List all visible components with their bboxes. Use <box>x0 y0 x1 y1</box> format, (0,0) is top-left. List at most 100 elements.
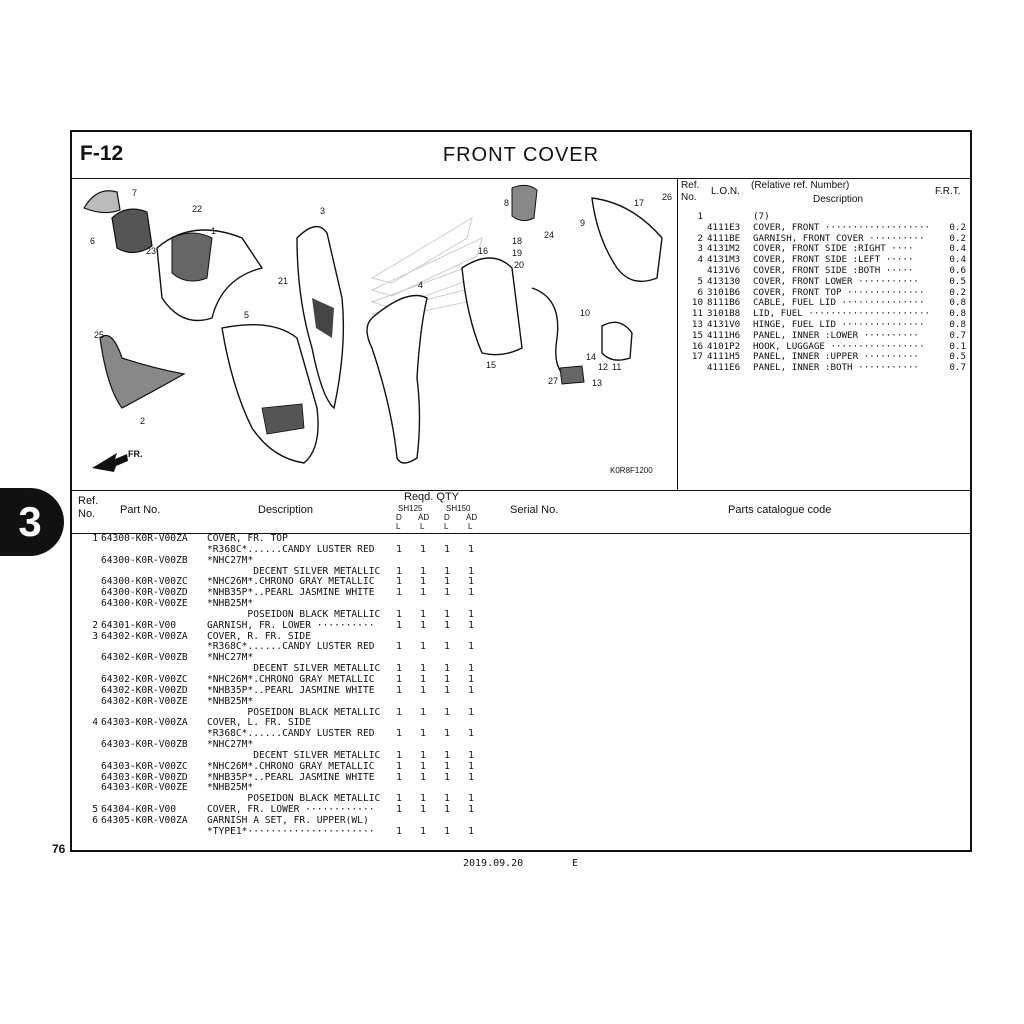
part-description: *NHC27M* <box>207 555 254 566</box>
ref-description-header: Description <box>813 194 864 205</box>
ref-number: 15 <box>691 329 703 341</box>
quantity-cell <box>387 556 411 567</box>
part-description: *NHB35P*..PEARL JASMINE WHITE <box>207 588 375 599</box>
part-description: DECENT SILVER METALLIC <box>207 750 381 761</box>
quantity-cell: 1 <box>468 749 474 761</box>
part-description: COVER, FR. TOP <box>207 534 288 544</box>
table-row: 64302-K0R-V00ZC*NHC26M*.CHRONO GRAY META… <box>86 673 566 686</box>
callout-label: 21 <box>278 276 288 286</box>
quantity-cell: 1 <box>396 565 402 577</box>
part-description: COVER, FR. LOWER ············ <box>207 805 375 816</box>
edition-code: E <box>572 858 579 869</box>
table-row: 64300-K0R-V00ZB*NHC27M* <box>86 555 566 567</box>
parts-description-header: Description <box>258 504 314 516</box>
part-description: *NHB35P*..PEARL JASMINE WHITE <box>207 685 375 696</box>
callout-label: 15 <box>486 360 496 370</box>
table-row: 64303-K0R-V00ZC*NHC26M*.CHRONO GRAY META… <box>86 760 566 773</box>
part-description: POSEIDON BLACK METALLIC <box>207 707 381 718</box>
quantity-cell: 1 <box>468 663 474 675</box>
callout-label: 1 <box>211 226 216 236</box>
quantity-cell: 1 <box>444 771 450 783</box>
callout-label: 2 <box>140 416 145 426</box>
chapter-tab: 3 <box>0 488 64 556</box>
row-ref-number <box>86 740 98 751</box>
callout-label: 23 <box>146 246 156 256</box>
ref-description: GARNISH, FRONT COVER ·········· <box>753 233 925 244</box>
part-description: *NHC26M*.CHRONO GRAY METALLIC <box>207 761 375 772</box>
callout-label: 16 <box>478 246 488 256</box>
quantity-cell: 1 <box>420 608 426 620</box>
part-15-panel-inner-lower <box>461 257 523 356</box>
quantity-cell: 1 <box>444 543 450 555</box>
part-number: 64303-K0R-V00ZD <box>101 771 188 783</box>
callout-label: 9 <box>580 218 585 228</box>
frt-value: 0.7 <box>949 329 966 341</box>
row-ref-number <box>86 783 98 794</box>
part-4-cover-front-side-left <box>366 294 428 464</box>
quantity-cell <box>411 556 435 567</box>
quantity-cell: 1 <box>396 825 402 837</box>
quantity-cell: 1 <box>468 760 474 772</box>
ref-description: CABLE, FUEL LID ··············· <box>753 298 925 309</box>
frt-value: 0.4 <box>949 254 966 266</box>
callout-label: 5 <box>244 310 249 320</box>
quantity-cell <box>435 556 459 567</box>
ref-description: COVER, FRONT SIDE :LEFT ····· <box>753 255 914 266</box>
table-row: 64303-K0R-V00ZB*NHC27M* <box>86 739 566 751</box>
lon-code: 3101B8 <box>707 308 741 320</box>
part-description: DECENT SILVER METALLIC <box>207 664 381 675</box>
frt-header: F.R.T. <box>935 186 961 197</box>
row-ref-number <box>86 567 98 578</box>
lon-code: 4131M2 <box>707 243 741 255</box>
part-description: *NHB25M* <box>207 599 254 610</box>
quantity-cell: 1 <box>444 608 450 620</box>
part-8-bracket <box>511 184 538 222</box>
part-6-cover-front-top <box>83 190 121 214</box>
type-ad-header-1: AD <box>418 513 430 522</box>
lon-code: 8111B6 <box>707 297 741 309</box>
quantity-cell: 1 <box>444 619 450 631</box>
row-ref-number <box>86 588 98 599</box>
model-sh150-header: SH150 <box>446 504 471 513</box>
frt-value: 0.8 <box>949 308 966 320</box>
part-description: COVER, L. FR. SIDE <box>207 718 311 729</box>
row-ref-number <box>86 577 98 588</box>
callout-label: 8 <box>504 198 509 208</box>
frt-value: 0.5 <box>949 275 966 287</box>
part-description: *NHB25M* <box>207 783 254 794</box>
row-ref-number: 3 <box>92 630 98 642</box>
lon-code: 4101P2 <box>707 340 741 352</box>
page-title: FRONT COVER <box>442 144 600 166</box>
callout-label: 20 <box>514 260 524 270</box>
ref-description: PANEL, INNER :LOWER ·········· <box>753 330 919 341</box>
quantity-cell: 1 <box>468 673 474 685</box>
part-description: *NHC27M* <box>207 653 254 664</box>
type-l-header-4: L <box>468 522 473 531</box>
lon-code: 4111H5 <box>707 351 741 363</box>
row-ref-number <box>86 773 98 784</box>
table-row: 64300-K0R-V00ZC*NHC26M*.CHRONO GRAY META… <box>86 577 566 588</box>
frt-value: 0.4 <box>949 243 966 255</box>
part-17-panel-inner-upper <box>591 197 663 282</box>
table-row: 64302-K0R-V00ZE*NHB25M* <box>86 696 566 708</box>
quantity-cell: 1 <box>468 825 474 837</box>
ref-description: COVER, FRONT SIDE :RIGHT ···· <box>753 244 914 255</box>
row-ref-number <box>86 697 98 708</box>
quantity-cell: 1 <box>420 706 426 718</box>
quantity-cell: 1 <box>468 793 474 805</box>
part-number: 64302-K0R-V00ZB <box>101 652 188 664</box>
callout-label: 13 <box>592 378 602 388</box>
